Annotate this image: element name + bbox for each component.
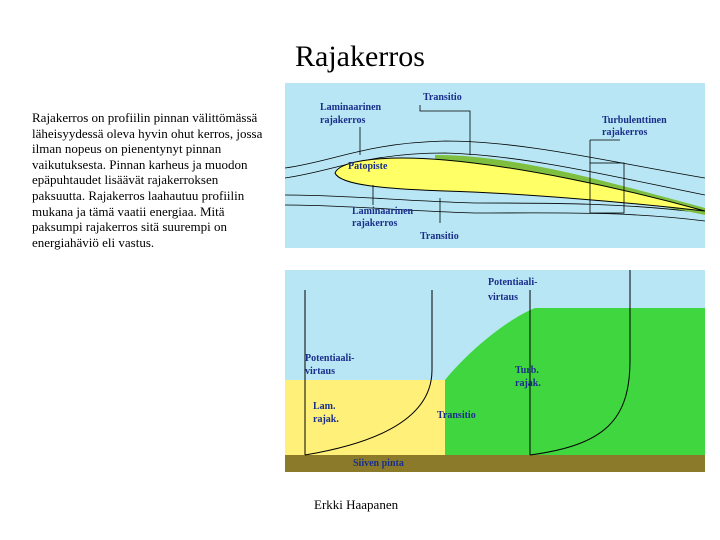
label-laminaarinen-bottom-2: rajakerros bbox=[352, 218, 397, 229]
slide-body-text: Rajakerros on profiilin pinnan välittömä… bbox=[32, 110, 263, 250]
author-name: Erkki Haapanen bbox=[314, 497, 399, 512]
slide-title: Rajakerros bbox=[295, 40, 425, 73]
label-turbulenttinen-2: rajakerros bbox=[602, 127, 647, 138]
label-turb-1: Turb. bbox=[515, 365, 539, 376]
airfoil bbox=[334, 157, 705, 212]
streamline bbox=[285, 204, 705, 222]
label-laminaarinen-top-1: Laminaarinen bbox=[320, 102, 382, 113]
label-potentiaali-left-1: Potentiaali- bbox=[305, 353, 354, 364]
label-transitio: Transitio bbox=[437, 410, 476, 421]
turbulent-marker-box bbox=[589, 162, 625, 214]
streamline bbox=[285, 152, 705, 196]
streamline bbox=[285, 140, 705, 179]
pointer-lines bbox=[359, 105, 620, 163]
turbulent-profile bbox=[529, 270, 631, 456]
label-transitio-bottom: Transitio bbox=[420, 231, 459, 242]
boundary-layer-profile-diagram: Potentiaali- virtaus Potentiaali- virtau… bbox=[285, 270, 705, 472]
airfoil-boundary-layer-diagram: Transitio Laminaarinen rajakerros Turbul… bbox=[285, 83, 705, 248]
laminar-profile bbox=[304, 290, 433, 456]
label-laminaarinen-bottom-1: Laminaarinen bbox=[352, 206, 414, 217]
label-potentiaali-right-1: Potentiaali- bbox=[488, 277, 537, 288]
streamline bbox=[285, 194, 705, 214]
laminar-region bbox=[285, 380, 445, 455]
label-lam-2: rajak. bbox=[313, 414, 339, 425]
wing-surface bbox=[285, 455, 705, 472]
label-turbulenttinen-1: Turbulenttinen bbox=[602, 115, 667, 126]
label-potentiaali-right-2: virtaus bbox=[488, 292, 518, 303]
turbulent-region bbox=[445, 308, 705, 455]
label-turb-2: rajak. bbox=[515, 378, 541, 389]
label-laminaarinen-top-2: rajakerros bbox=[320, 115, 365, 126]
label-siiven-pinta: Siiven pinta bbox=[353, 458, 404, 469]
label-patopiste: Patopiste bbox=[348, 161, 388, 172]
label-transitio-top: Transitio bbox=[423, 92, 462, 103]
pointer-lines-bottom bbox=[372, 185, 441, 223]
label-potentiaali-left-2: virtaus bbox=[305, 366, 335, 377]
label-lam-1: Lam. bbox=[313, 401, 336, 412]
